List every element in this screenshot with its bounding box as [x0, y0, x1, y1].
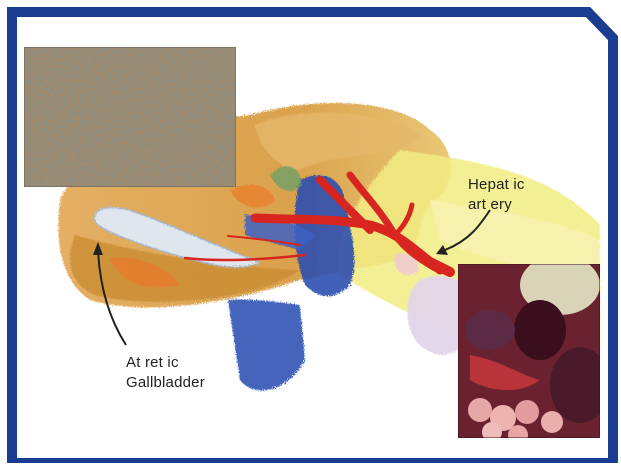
atretic-gallbladder-label: At ret ic Gallbladder: [126, 353, 205, 393]
atretic-label-line2: Gallbladder: [126, 373, 205, 393]
hepatic-label-line2: art ery: [468, 195, 525, 215]
hepatic-label-line1: Hepat ic: [468, 175, 525, 195]
surgical-photo-inset: [458, 255, 610, 445]
atretic-label-line1: At ret ic: [126, 353, 205, 373]
histology-inset: [24, 47, 236, 187]
hepatic-artery-label: Hepat ic art ery: [468, 175, 525, 215]
